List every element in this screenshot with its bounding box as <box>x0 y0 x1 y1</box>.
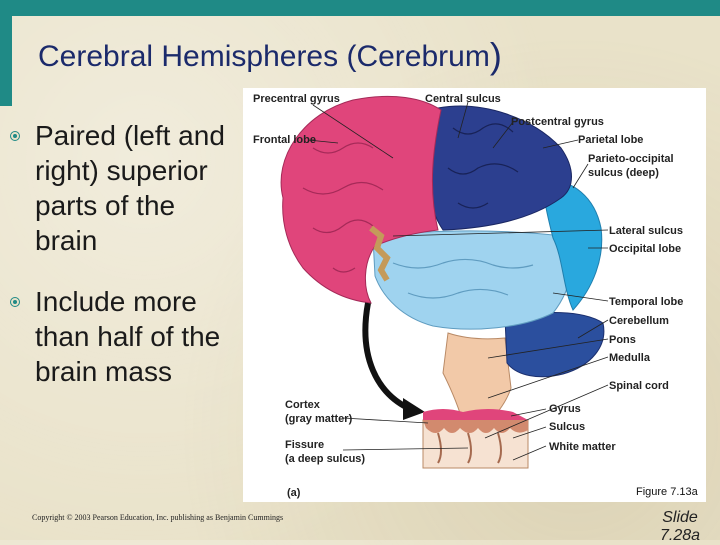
slide-label: Slide <box>662 509 698 526</box>
top-accent-bar <box>0 0 720 16</box>
bullet-icon <box>10 297 20 307</box>
temporal-gyri <box>392 258 534 299</box>
label-gyrus: Gyrus <box>549 403 581 415</box>
cortex-block-gray <box>423 420 528 433</box>
label-precentral-gyrus: Precentral gyrus <box>253 93 340 105</box>
label-parieto-occipital-deep: sulcus (deep) <box>588 167 659 179</box>
label-occipital-lobe: Occipital lobe <box>609 243 681 255</box>
frontal-gyri <box>302 142 384 273</box>
zoom-arrow-shaft <box>362 302 410 411</box>
cortex-top <box>423 409 528 420</box>
label-parieto-occipital: Parieto-occipital <box>588 153 674 165</box>
label-postcentral-gyrus: Postcentral gyrus <box>511 116 604 128</box>
label-pons: Pons <box>609 334 636 346</box>
label-frontal-lobe: Frontal lobe <box>253 134 316 146</box>
label-white-matter: White matter <box>549 441 616 453</box>
figure-caption: Figure 7.13a <box>636 486 698 498</box>
bullet-item: Paired (left and right) superior parts o… <box>8 118 244 258</box>
label-fissure: Fissure <box>285 439 324 451</box>
label-parietal-lobe: Parietal lobe <box>578 134 643 146</box>
label-cerebellum: Cerebellum <box>609 315 669 327</box>
lateral-sulcus-notch <box>369 225 391 282</box>
cerebellum-shape <box>504 312 605 378</box>
slide-id: 7.28a <box>660 527 701 544</box>
leader-lines <box>307 101 609 461</box>
label-cortex: Cortex <box>285 399 321 411</box>
label-spinal-cord: Spinal cord <box>609 380 669 392</box>
brain-diagram: Precentral gyrus Central sulcus Postcent… <box>253 93 683 499</box>
bullet-list: Paired (left and right) superior parts o… <box>8 118 244 415</box>
copyright-text: Copyright © 2003 Pearson Education, Inc.… <box>32 513 284 522</box>
bullet-text: Paired (left and right) superior parts o… <box>35 120 225 256</box>
label-sulcus: Sulcus <box>549 421 585 433</box>
left-accent-bar <box>0 16 12 106</box>
slide-title-text: Cerebral Hemispheres (Cerebrum <box>38 40 490 73</box>
frontal-lobe-shape <box>280 95 442 304</box>
bullet-item: Include more than half of the brain mass <box>8 284 244 389</box>
occipital-lobe-shape <box>542 179 603 311</box>
slide-title: Cerebral Hemispheres (Cerebrum) <box>38 33 502 76</box>
label-deep-sulcus: (a deep sulcus) <box>285 453 365 465</box>
zoom-arrow-head <box>403 398 425 420</box>
brain-figure: Precentral gyrus Central sulcus Postcent… <box>243 88 706 502</box>
bullet-text: Include more than half of the brain mass <box>35 286 221 387</box>
temporal-lobe-shape <box>372 230 573 330</box>
slide-title-paren: ) <box>489 35 502 76</box>
label-gray-matter: (gray matter) <box>285 413 353 425</box>
label-temporal-lobe: Temporal lobe <box>609 296 683 308</box>
label-central-sulcus: Central sulcus <box>425 93 501 105</box>
bullet-icon <box>10 131 20 141</box>
label-lateral-sulcus: Lateral sulcus <box>609 225 683 237</box>
cortex-folds <box>437 432 502 464</box>
label-medulla: Medulla <box>609 352 651 364</box>
label-panel-a: (a) <box>287 487 301 499</box>
parietal-gyri <box>447 123 519 209</box>
